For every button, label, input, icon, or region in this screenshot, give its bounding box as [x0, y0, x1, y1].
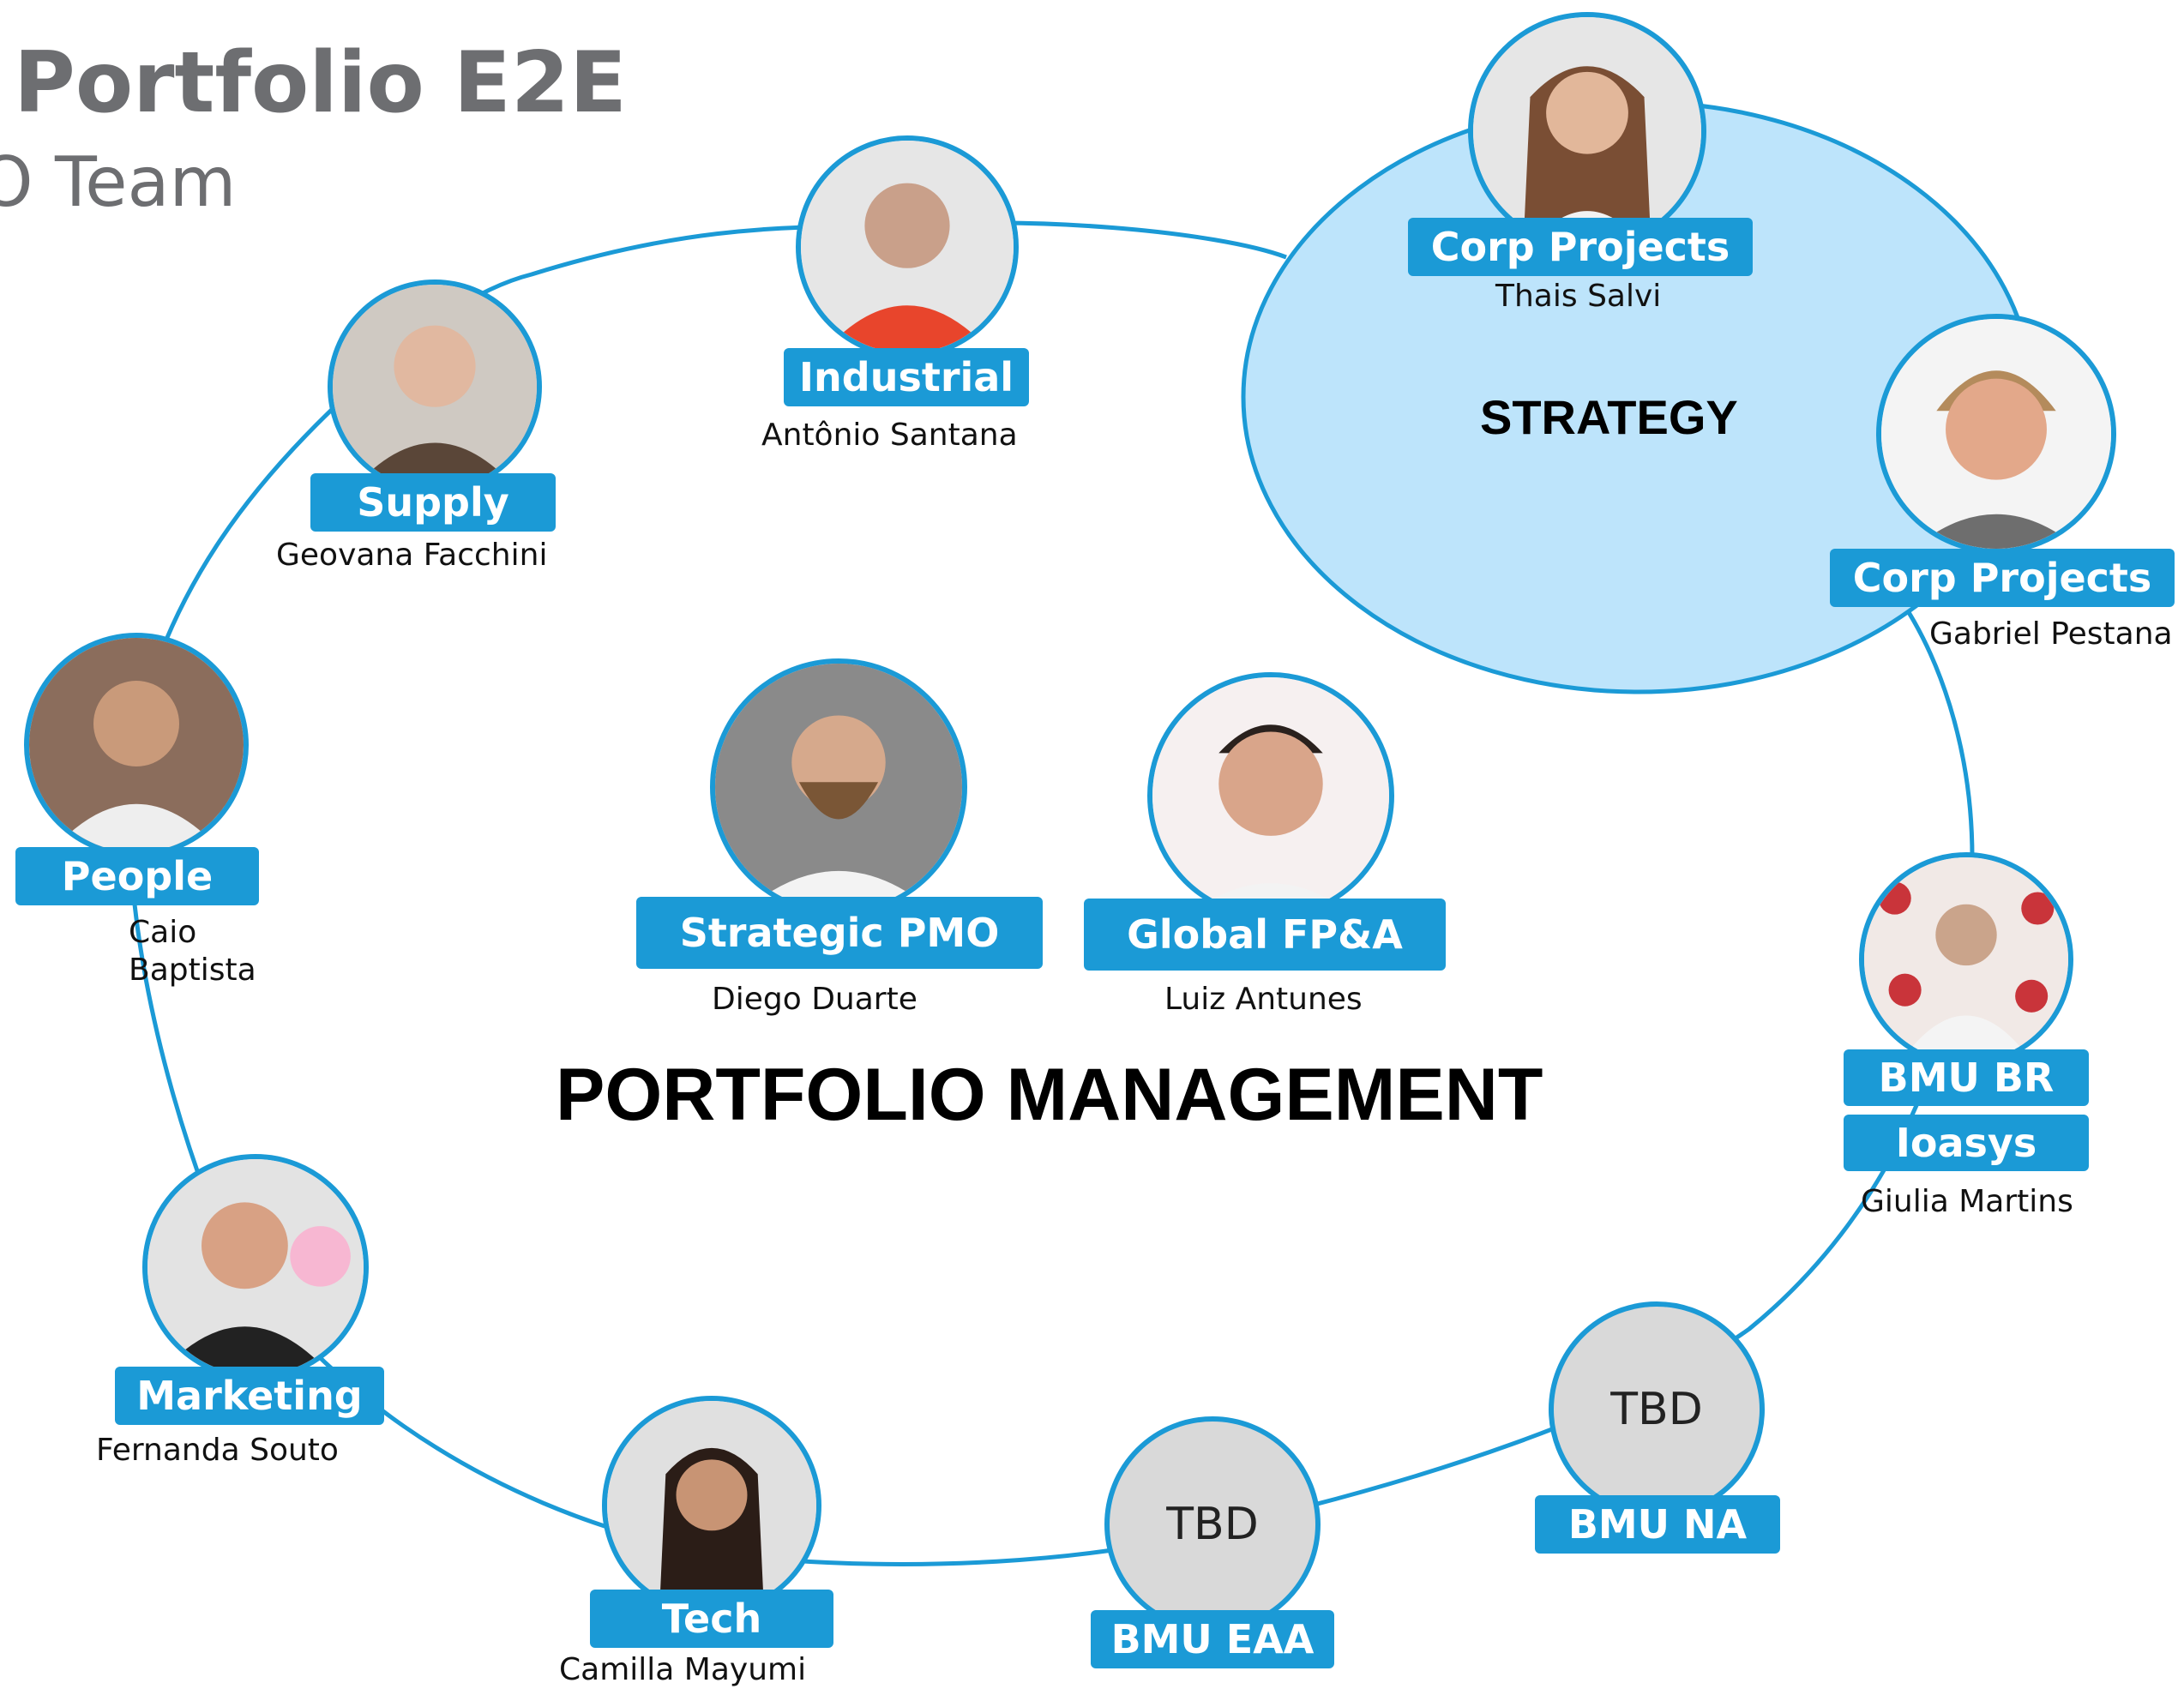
member-name-industrial: Antônio Santana [761, 418, 1018, 453]
member-name-corp-projects-thais: Thais Salvi [1495, 279, 1662, 314]
member-name-supply: Geovana Facchini [276, 538, 548, 573]
role-label-bmu-eaa: BMU EAA [1091, 1610, 1334, 1668]
member-name-global-fpa: Luiz Antunes [1164, 982, 1363, 1017]
role-label-corp-projects-thais: Corp Projects [1408, 218, 1753, 276]
placeholder-bmu-na: TBD [1549, 1301, 1765, 1518]
member-name-strategic-pmo: Diego Duarte [712, 982, 918, 1017]
role-label-supply: Supply [310, 473, 556, 532]
page-subtitle: IO Team [0, 142, 237, 222]
member-name-people-last: Baptista [129, 953, 256, 988]
person-icon [1864, 857, 2068, 1061]
avatar-marketing [142, 1154, 369, 1380]
role-label-bmu-na: BMU NA [1535, 1495, 1780, 1554]
member-name-people-first: Caio [129, 915, 197, 950]
avatar-supply [328, 279, 542, 494]
avatar-global-fpa [1147, 672, 1394, 919]
avatar-corp-projects-thais [1468, 12, 1706, 250]
member-name-marketing: Fernanda Souto [96, 1433, 339, 1468]
member-name-bmu-br: Giulia Martins [1861, 1184, 2073, 1219]
role-label-global-fpa: Global FP&A [1084, 899, 1446, 971]
person-icon [1473, 17, 1701, 245]
person-icon [801, 141, 1014, 353]
person-icon [1152, 677, 1389, 914]
member-name-tech: Camilla Mayumi [559, 1652, 807, 1687]
page-title: Portfolio E2E [14, 34, 627, 132]
avatar-people [24, 633, 249, 857]
avatar-corp-projects-gabriel [1876, 314, 2116, 554]
role-label-tech: Tech [590, 1590, 833, 1648]
person-icon [29, 638, 244, 852]
role-label-people: People [15, 847, 259, 905]
placeholder-bmu-eaa: TBD [1104, 1416, 1321, 1632]
role-label-ioasys: Ioasys [1844, 1115, 2089, 1171]
role-label-marketing: Marketing [115, 1367, 384, 1425]
member-name-corp-projects-gabriel: Gabriel Pestana [1929, 616, 2173, 652]
avatar-industrial [796, 135, 1019, 358]
role-label-industrial: Industrial [784, 348, 1029, 406]
person-icon [607, 1401, 816, 1610]
role-label-corp-projects-gabriel: Corp Projects [1830, 549, 2175, 607]
person-icon [715, 664, 962, 911]
person-icon [147, 1159, 364, 1375]
avatar-tech [602, 1396, 821, 1615]
avatar-strategic-pmo [710, 658, 967, 916]
role-label-bmu-br: BMU BR [1844, 1049, 2089, 1106]
avatar-bmu-br [1859, 852, 2073, 1067]
person-icon [1881, 319, 2111, 549]
portfolio-management-label: PORTFOLIO MANAGEMENT [556, 1054, 1543, 1136]
strategy-label: STRATEGY [1480, 390, 1738, 444]
role-label-strategic-pmo: Strategic PMO [636, 897, 1043, 969]
person-icon [333, 285, 537, 489]
